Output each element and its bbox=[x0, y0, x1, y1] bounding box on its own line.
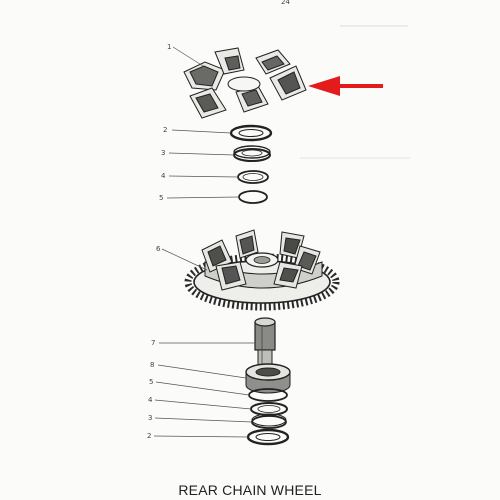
callout-7: 7 bbox=[151, 339, 155, 347]
red-arrow-icon bbox=[308, 76, 383, 96]
diagram-caption: REAR CHAIN WHEEL bbox=[178, 482, 322, 498]
part-2-lower-washer bbox=[246, 428, 290, 446]
part-2-washer bbox=[229, 124, 273, 142]
callout-3-lower: 3 bbox=[148, 414, 152, 422]
callout-4-lower: 4 bbox=[148, 396, 153, 404]
callout-2: 2 bbox=[163, 126, 167, 134]
part-3-spacer bbox=[233, 145, 271, 162]
callout-4: 4 bbox=[161, 172, 166, 180]
part-6-rear-sprocket-hub bbox=[184, 229, 340, 311]
callout-2-lower: 2 bbox=[147, 432, 151, 440]
part-7-spindle bbox=[254, 317, 276, 367]
callout-5-lower: 5 bbox=[149, 378, 153, 386]
part-5-circlip bbox=[238, 190, 268, 204]
callout-3: 3 bbox=[161, 149, 165, 157]
callout-6: 6 bbox=[156, 245, 161, 253]
callout-5: 5 bbox=[159, 194, 163, 202]
leader-lines bbox=[153, 46, 255, 438]
callout-8: 8 bbox=[150, 361, 154, 369]
part-1-cush-drive-rubbers bbox=[183, 47, 307, 119]
callout-1: 1 bbox=[167, 43, 171, 51]
part-3-lower-spacer bbox=[251, 413, 287, 429]
part-8-bearing bbox=[245, 363, 291, 394]
part-4-lower-seal bbox=[250, 402, 288, 416]
part-4-seal bbox=[237, 170, 269, 184]
page-number: 24 bbox=[281, 0, 290, 6]
